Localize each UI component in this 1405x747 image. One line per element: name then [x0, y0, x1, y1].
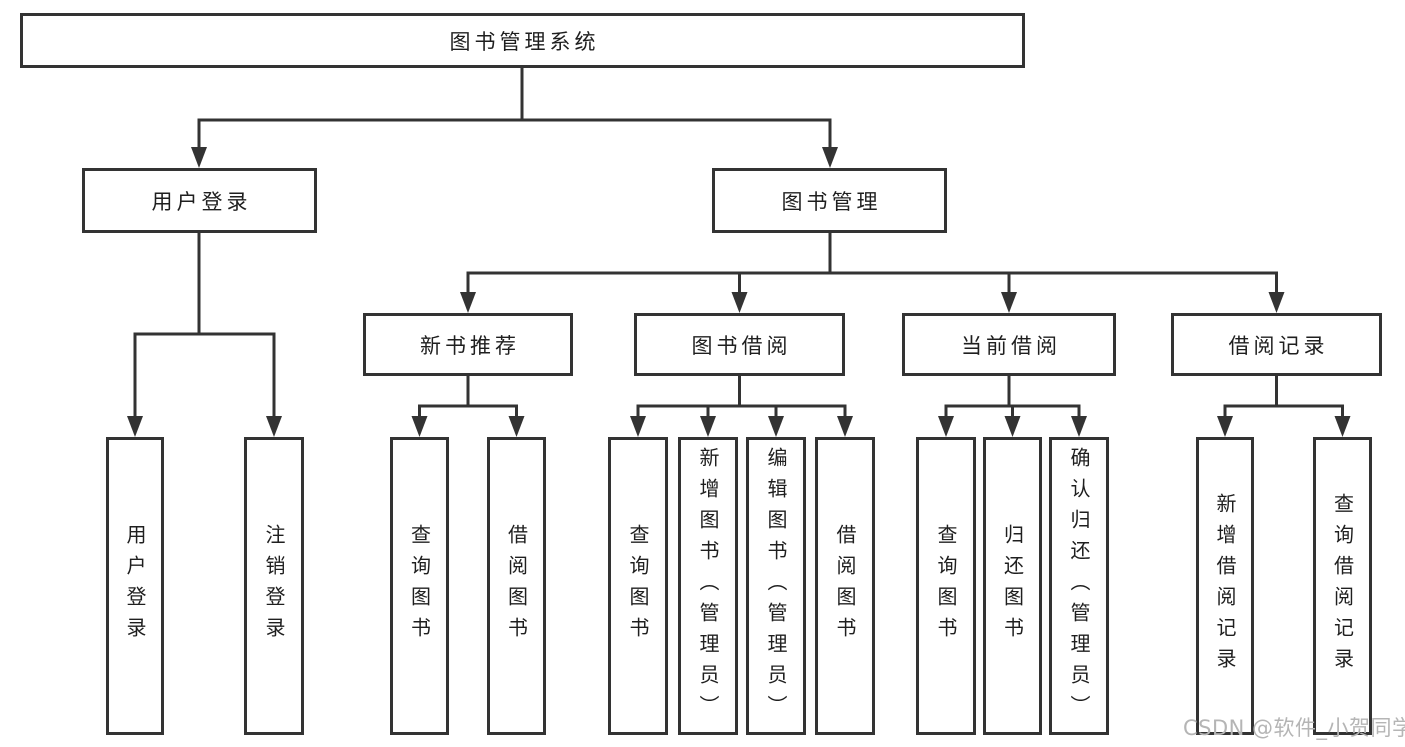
arrowhead-icon: [700, 416, 716, 437]
leaf-label: 查询图书: [626, 524, 650, 648]
arrowhead-icon: [822, 147, 838, 168]
node-new-book-recommend: 新书推荐: [363, 313, 573, 376]
node-label: 图书管理: [781, 189, 882, 214]
arrowhead-icon: [508, 416, 525, 437]
leaf-recommend-query-books: 查询图书: [390, 437, 449, 735]
arrowhead-icon: [127, 416, 143, 437]
leaf-label: 借阅图书: [504, 524, 529, 648]
arrowhead-icon: [938, 416, 954, 437]
arrowhead-icon: [768, 416, 784, 437]
leaf-borrow-query-books: 查询图书: [608, 437, 668, 735]
node-book-borrow: 图书借阅: [634, 313, 845, 376]
node-current-borrow: 当前借阅: [902, 313, 1116, 376]
leaf-logout: 注销登录: [244, 437, 304, 735]
arrowhead-icon: [460, 292, 476, 313]
leaf-label: 新增图书（管理员）: [696, 446, 720, 726]
node-borrow-records: 借阅记录: [1171, 313, 1382, 376]
node-label: 用户登录: [151, 189, 252, 214]
leaf-label: 用户登录: [123, 524, 147, 648]
leaf-recommend-borrow-books: 借阅图书: [487, 437, 546, 735]
csdn-watermark: CSDN @软件_小贺同学: [1183, 716, 1405, 740]
arrowhead-icon: [1071, 416, 1087, 437]
arrowhead-icon: [191, 147, 207, 168]
leaf-label: 查询图书: [407, 524, 432, 648]
leaf-current-query-books: 查询图书: [916, 437, 976, 735]
node-root: 图书管理系统: [20, 13, 1025, 68]
leaf-user-login: 用户登录: [106, 437, 164, 735]
arrowhead-icon: [266, 416, 282, 437]
leaf-records-query-record: 查询借阅记录: [1313, 437, 1372, 735]
node-label: 当前借阅: [961, 333, 1061, 358]
leaf-label: 查询图书: [934, 524, 958, 648]
leaf-label: 确认归还（管理员）: [1067, 446, 1091, 726]
leaf-label: 注销登录: [262, 524, 286, 648]
node-label: 图书借阅: [691, 333, 792, 358]
arrowhead-icon: [731, 292, 748, 313]
arrowhead-icon: [1004, 416, 1021, 437]
arrowhead-icon: [630, 416, 646, 437]
leaf-current-return-books: 归还图书: [983, 437, 1042, 735]
leaf-records-add-record: 新增借阅记录: [1196, 437, 1254, 735]
node-book-management: 图书管理: [712, 168, 947, 233]
leaf-borrow-borrow-books: 借阅图书: [815, 437, 875, 735]
arrowhead-icon: [1001, 292, 1017, 313]
leaf-label: 编辑图书（管理员）: [764, 446, 788, 726]
leaf-label: 归还图书: [1000, 524, 1025, 648]
leaf-current-confirm-return-admin: 确认归还（管理员）: [1049, 437, 1109, 735]
node-user-login: 用户登录: [82, 168, 317, 233]
leaf-borrow-edit-books-admin: 编辑图书（管理员）: [746, 437, 806, 735]
arrowhead-icon: [837, 416, 853, 437]
arrowhead-icon: [1334, 416, 1351, 437]
node-label: 借阅记录: [1228, 333, 1329, 358]
arrowhead-icon: [411, 416, 428, 437]
leaf-label: 借阅图书: [833, 524, 857, 648]
leaf-borrow-add-books-admin: 新增图书（管理员）: [678, 437, 738, 735]
node-label: 新书推荐: [420, 333, 520, 358]
arrowhead-icon: [1217, 416, 1233, 437]
node-label: 图书管理系统: [449, 29, 600, 54]
arrowhead-icon: [1268, 292, 1285, 313]
leaf-label: 查询借阅记录: [1330, 493, 1355, 679]
leaf-label: 新增借阅记录: [1213, 493, 1237, 679]
